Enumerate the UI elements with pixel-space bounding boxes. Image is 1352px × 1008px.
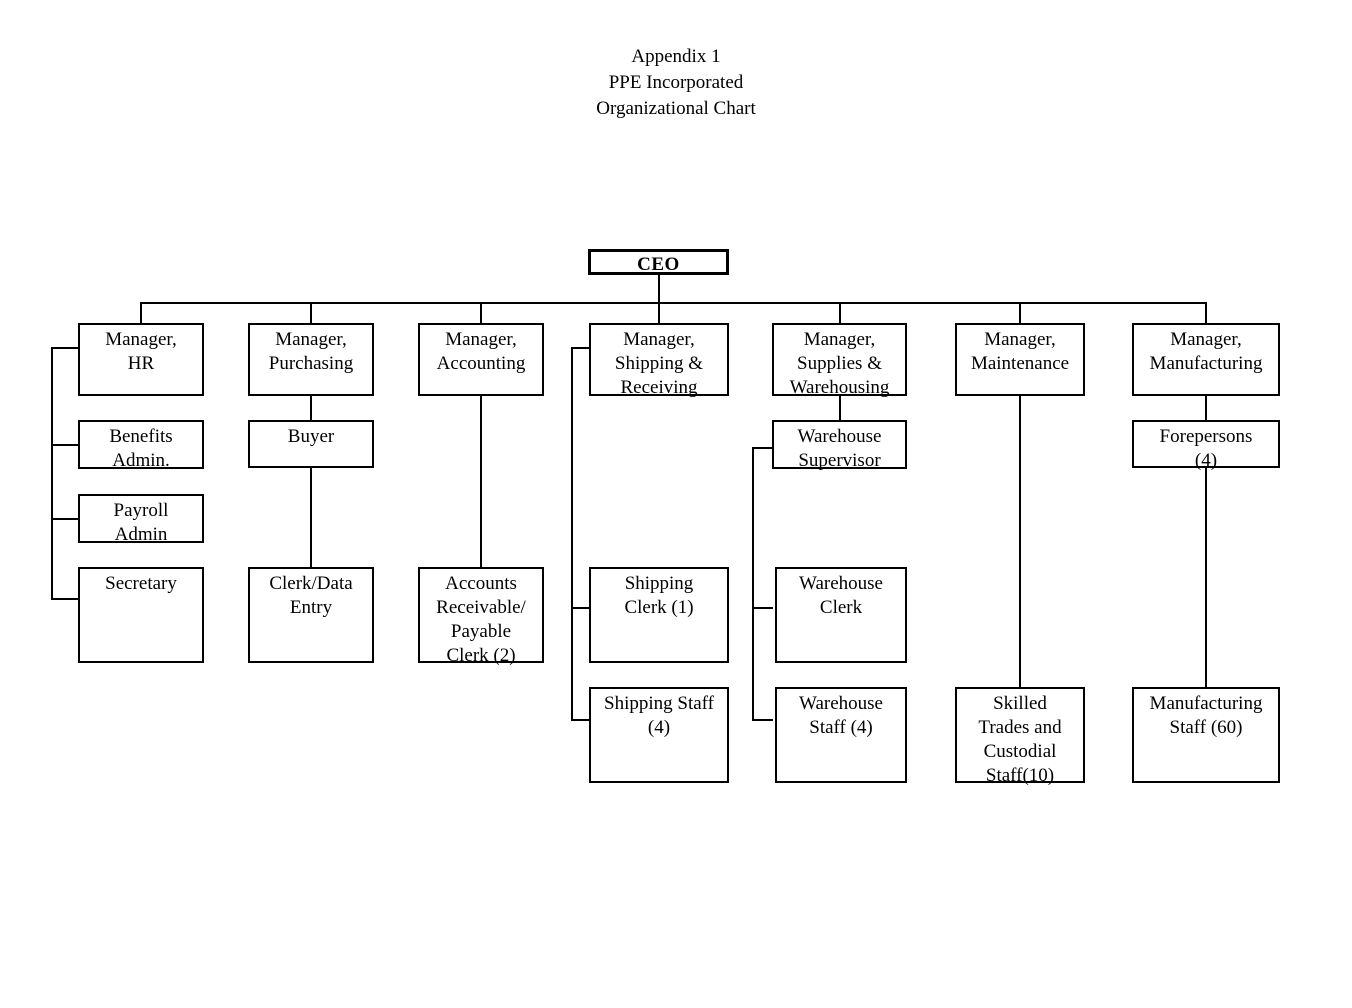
node-label: Buyer bbox=[287, 426, 335, 447]
node-manager-accounting[interactable]: Manager, Accounting bbox=[418, 323, 544, 396]
title-line-2: PPE Incorporated bbox=[608, 72, 744, 93]
node-secretary[interactable]: Secretary bbox=[78, 567, 204, 663]
node-forepersons[interactable]: Forepersons (4) bbox=[1132, 420, 1280, 471]
connector-bus-drop-purchasing bbox=[310, 302, 312, 323]
connector-maintenance-to-skilled-trades bbox=[1019, 396, 1021, 689]
node-manager-purchasing[interactable]: Manager, Purchasing bbox=[248, 323, 374, 396]
connector-bus-drop-accounting bbox=[480, 302, 482, 323]
connector-shipping-spine bbox=[571, 347, 573, 719]
connector-bus-drop-hr bbox=[140, 302, 142, 323]
node-label: Shipping Staff (4) bbox=[604, 693, 714, 738]
connector-warehouse-to-supervisor bbox=[752, 447, 773, 449]
node-label: Accounts Receivable/ Payable Clerk (2) bbox=[436, 573, 526, 666]
connector-ceo-bus bbox=[140, 302, 1206, 304]
node-ceo[interactable]: CEO bbox=[588, 249, 729, 275]
connector-bus-drop-manufacturing bbox=[1205, 302, 1207, 323]
connector-ceo-drop bbox=[658, 275, 660, 303]
connector-shipping-to-staff bbox=[571, 719, 590, 721]
node-benefits-admin[interactable]: Benefits Admin. bbox=[78, 420, 204, 471]
connector-shipping-to-clerk bbox=[571, 607, 590, 609]
node-label: Manufacturing Staff (60) bbox=[1149, 693, 1263, 738]
node-clerk-data-entry[interactable]: Clerk/Data Entry bbox=[248, 567, 374, 663]
node-label: Manager, Supplies & Warehousing bbox=[789, 329, 890, 398]
connector-bus-drop-supplies bbox=[839, 302, 841, 323]
node-warehouse-supervisor[interactable]: Warehouse Supervisor bbox=[772, 420, 907, 471]
node-manager-shipping-receiving[interactable]: Manager, Shipping & Receiving bbox=[589, 323, 729, 398]
connector-warehouse-spine bbox=[752, 447, 754, 719]
node-manager-manufacturing[interactable]: Manager, Manufacturing bbox=[1132, 323, 1280, 396]
page-title: Appendix 1 PPE Incorporated Organization… bbox=[0, 44, 1352, 122]
connector-hr-to-benefits bbox=[51, 444, 80, 446]
node-label: Manager, Maintenance bbox=[970, 329, 1070, 374]
connector-purchasing-to-buyer bbox=[310, 396, 312, 420]
node-payroll-admin[interactable]: Payroll Admin bbox=[78, 494, 204, 545]
connector-shipping-to-manager bbox=[571, 347, 590, 349]
node-manager-hr[interactable]: Manager, HR bbox=[78, 323, 204, 396]
connector-buyer-to-clerk bbox=[310, 468, 312, 569]
node-label: Clerk/Data Entry bbox=[269, 573, 353, 618]
connector-hr-to-secretary bbox=[51, 598, 80, 600]
spellcheck-flagged-word: Staff bbox=[985, 765, 1023, 786]
node-manager-supplies-warehousing[interactable]: Manager, Supplies & Warehousing bbox=[772, 323, 907, 398]
connector-bus-drop-maintenance bbox=[1019, 302, 1021, 323]
node-label: Manager, Accounting bbox=[436, 329, 526, 374]
node-buyer[interactable]: Buyer bbox=[248, 420, 374, 468]
connector-forepersons-to-staff bbox=[1205, 468, 1207, 689]
connector-manufacturing-to-forepersons bbox=[1205, 396, 1207, 420]
connector-warehouse-to-staff bbox=[752, 719, 773, 721]
node-label: Payroll Admin bbox=[113, 500, 169, 545]
node-label: Benefits Admin. bbox=[109, 426, 173, 471]
node-shipping-staff[interactable]: Shipping Staff (4) bbox=[589, 687, 729, 783]
connector-supplies-to-supervisor bbox=[839, 396, 841, 420]
node-label: Manager, Purchasing bbox=[268, 329, 354, 374]
node-accounts-receivable-payable-clerk[interactable]: Accounts Receivable/ Payable Clerk (2) bbox=[418, 567, 544, 666]
connector-warehouse-to-clerk bbox=[752, 607, 773, 609]
node-label-suffix: (10) bbox=[1022, 765, 1055, 786]
node-label: CEO bbox=[637, 254, 680, 275]
node-label: Secretary bbox=[105, 573, 177, 594]
connector-hr-to-payroll bbox=[51, 518, 80, 520]
node-warehouse-clerk[interactable]: Warehouse Clerk bbox=[775, 567, 907, 663]
node-label: Forepersons (4) bbox=[1159, 426, 1253, 471]
node-label: Shipping Clerk (1) bbox=[624, 573, 694, 618]
title-line-1: Appendix 1 bbox=[631, 46, 721, 67]
node-warehouse-staff[interactable]: Warehouse Staff (4) bbox=[775, 687, 907, 783]
node-label: Manager, Manufacturing bbox=[1149, 329, 1263, 374]
node-label: Warehouse Supervisor bbox=[797, 426, 882, 471]
node-label: Warehouse Staff (4) bbox=[799, 693, 883, 738]
node-label: Manager, Shipping & Receiving bbox=[614, 329, 704, 398]
title-line-3: Organizational Chart bbox=[596, 98, 756, 119]
node-label: Manager, HR bbox=[105, 329, 177, 374]
node-manager-maintenance[interactable]: Manager, Maintenance bbox=[955, 323, 1085, 396]
node-manufacturing-staff[interactable]: Manufacturing Staff (60) bbox=[1132, 687, 1280, 783]
connector-accounting-to-arap bbox=[480, 396, 482, 569]
connector-hr-spine bbox=[51, 347, 53, 600]
connector-hr-to-manager bbox=[51, 347, 80, 349]
node-shipping-clerk[interactable]: Shipping Clerk (1) bbox=[589, 567, 729, 663]
connector-bus-drop-shipping bbox=[658, 302, 660, 323]
node-label: Warehouse Clerk bbox=[799, 573, 883, 618]
